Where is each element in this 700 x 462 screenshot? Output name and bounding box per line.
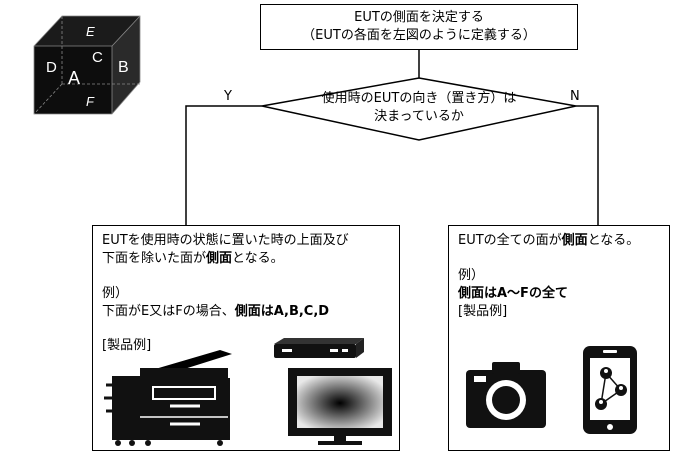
start-box bbox=[260, 4, 578, 50]
right-box-line1-suffix: となる。 bbox=[587, 233, 640, 248]
left-box-example-prefix: 下面がE又はFの場合、 bbox=[102, 304, 235, 319]
cube-face-left: D bbox=[46, 59, 57, 76]
right-box-line1: EUTの全ての面が側面となる。 bbox=[458, 232, 639, 250]
start-box-line1: EUTの側面を決定する bbox=[354, 10, 484, 25]
left-box-example-bold: 側面はA,B,C,D bbox=[234, 304, 330, 319]
right-box-line1-bold: 側面 bbox=[561, 233, 588, 248]
decision-line1: 使用時のEUTの向き（置き方）は bbox=[321, 91, 517, 106]
cube-face-top: E bbox=[86, 24, 95, 39]
start-box-line2: （EUTの各面を左図のように定義する） bbox=[302, 28, 536, 43]
cube-face-right: B bbox=[118, 59, 129, 76]
right-box-example-bold: 側面はA～Fの全て bbox=[458, 286, 568, 301]
right-box-example-label: 例） bbox=[458, 268, 485, 283]
right-box-line1-prefix: EUTの全ての面が bbox=[458, 233, 562, 248]
cube-face-bottom: F bbox=[86, 94, 95, 109]
left-box-products-label: [製品例] bbox=[102, 338, 152, 353]
yes-label: Y bbox=[224, 89, 232, 104]
left-box-line2-prefix: 下面を除いた面が bbox=[102, 251, 207, 266]
left-box-example-label: 例） bbox=[102, 286, 129, 301]
left-box-line2-bold: 側面 bbox=[206, 251, 233, 266]
left-box-line2-suffix: となる。 bbox=[232, 251, 284, 266]
decision-diamond bbox=[261, 77, 577, 141]
left-box-line2: 下面を除いた面が側面となる。 bbox=[102, 250, 284, 268]
cube-face-back: C bbox=[92, 49, 103, 66]
no-label: N bbox=[570, 89, 580, 104]
left-box-example: 下面がE又はFの場合、側面はA,B,C,D bbox=[102, 303, 329, 321]
cube-face-front: A bbox=[68, 68, 80, 88]
decision-line2: 決まっているか bbox=[374, 109, 464, 124]
left-box-line1: EUTを使用時の状態に置いた時の上面及び bbox=[102, 233, 349, 248]
right-box-products-label: [製品例] bbox=[458, 304, 508, 319]
